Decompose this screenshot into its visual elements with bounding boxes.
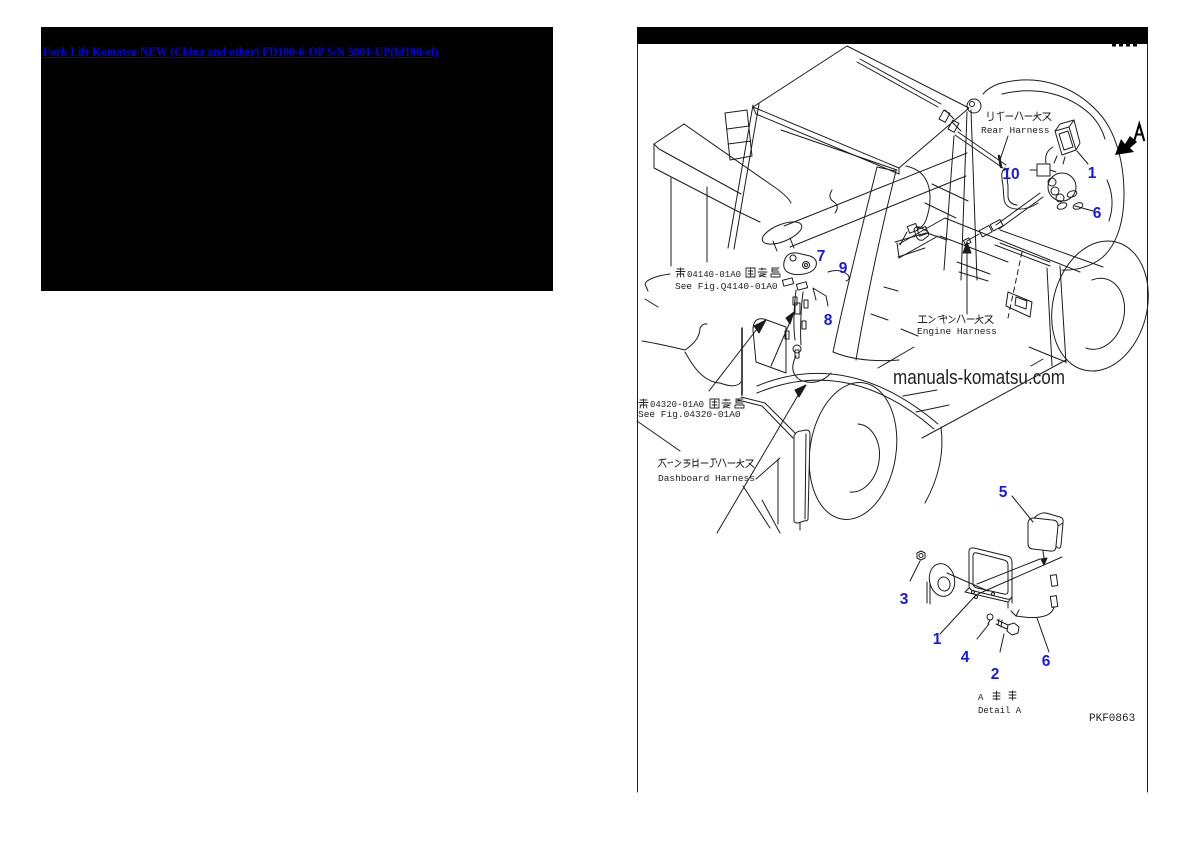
svg-text:4: 4 — [961, 649, 970, 666]
svg-text:3: 3 — [900, 591, 909, 608]
svg-text:7: 7 — [817, 248, 826, 265]
svg-text:8: 8 — [824, 312, 833, 329]
svg-text:1: 1 — [1088, 165, 1097, 182]
svg-text:1: 1 — [933, 631, 942, 648]
svg-text:Rear Harness: Rear Harness — [981, 125, 1049, 136]
svg-text:Detail A: Detail A — [978, 706, 1022, 716]
svg-text:04140-01A0: 04140-01A0 — [687, 270, 741, 280]
svg-text:manuals-komatsu.com: manuals-komatsu.com — [893, 367, 1065, 389]
svg-text:5: 5 — [999, 484, 1008, 501]
svg-text:2: 2 — [991, 666, 1000, 683]
svg-text:Dashboard Harness: Dashboard Harness — [658, 473, 755, 484]
svg-text:6: 6 — [1042, 653, 1051, 670]
svg-text:9: 9 — [839, 260, 848, 277]
svg-text:Engine Harness: Engine Harness — [917, 326, 997, 337]
svg-text:04320-01A0: 04320-01A0 — [650, 400, 704, 410]
svg-text:PKF0863: PKF0863 — [1089, 713, 1135, 725]
svg-text:6: 6 — [1093, 205, 1102, 222]
svg-text:See Fig.Q4140-01A0: See Fig.Q4140-01A0 — [675, 281, 778, 292]
svg-text:10: 10 — [1002, 166, 1019, 183]
svg-text:A: A — [978, 693, 984, 703]
svg-text:See Fig.04320-01A0: See Fig.04320-01A0 — [638, 409, 741, 420]
